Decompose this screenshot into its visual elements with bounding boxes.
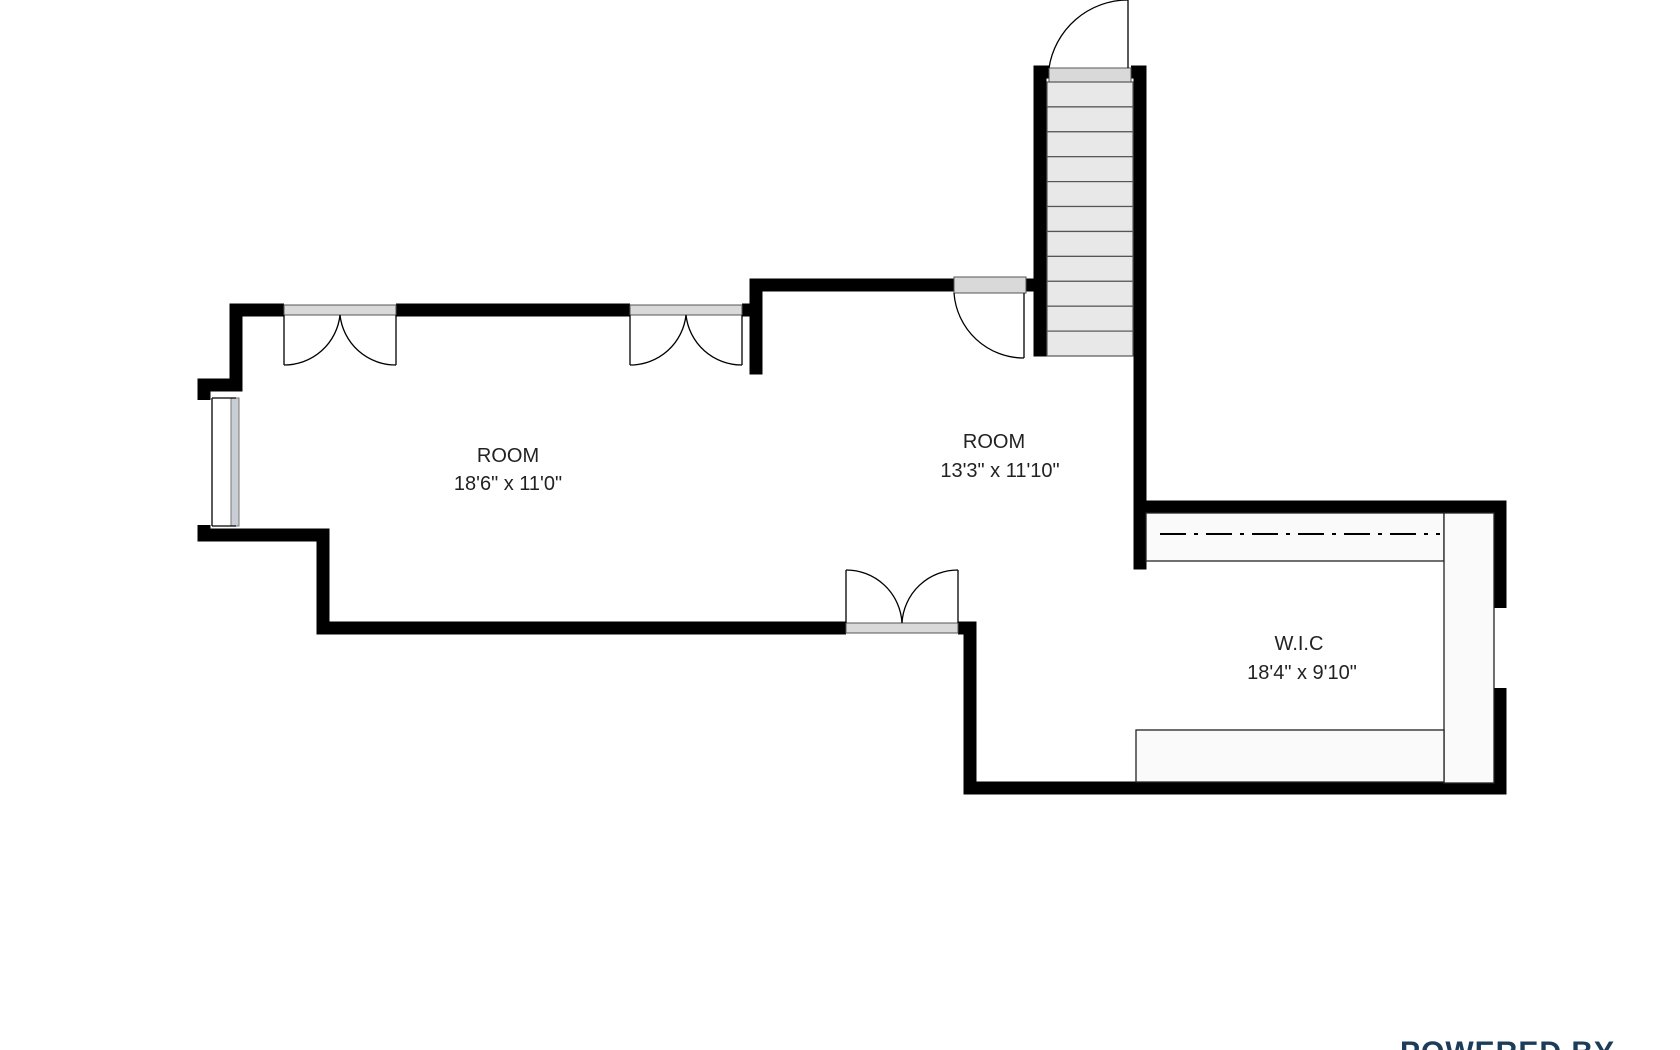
room-center-name: ROOM [963, 431, 1025, 453]
stair-tread [1046, 156, 1134, 183]
sills [211, 67, 1495, 689]
room-center-dimensions: 13'3" x 11'10" [940, 460, 1059, 482]
shelf-right [1443, 512, 1495, 784]
outer-wall-main [749, 278, 1041, 375]
shelf-top [1145, 512, 1445, 562]
outer-wall-left-room [197, 303, 1507, 795]
stair-top-door-icon [1048, 0, 1129, 69]
stair-tread [1046, 305, 1134, 332]
stair-tread [1046, 280, 1134, 307]
openings [196, 64, 1508, 688]
stair-tread [1046, 131, 1134, 158]
sill-center-door [953, 276, 1027, 294]
powered-by-label: POWERED BY [1400, 1036, 1615, 1050]
stair-tread [1046, 81, 1134, 108]
stair-tread [1046, 205, 1134, 232]
shelf-bottom [1135, 729, 1445, 783]
room-wic-dimensions: 18'4" x 9'10" [1247, 662, 1357, 684]
double-door-1-icon [283, 314, 397, 366]
room-labels: ROOM 18'6" x 11'0" ROOM 13'3" x 11'10" W… [454, 431, 1357, 684]
single-door-center-icon [953, 292, 1025, 359]
doors [283, 0, 1129, 624]
room-left-dimensions: 18'6" x 11'0" [454, 473, 562, 495]
double-door-bottom-icon [845, 569, 959, 624]
room-wic-name: W.I.C [1275, 633, 1324, 655]
stair-tread [1046, 106, 1134, 133]
sill-stair-top [1048, 67, 1132, 83]
room-left-name: ROOM [477, 445, 539, 467]
window-left [230, 397, 240, 527]
staircase-icon [1046, 81, 1134, 357]
stair-tread [1046, 330, 1134, 357]
stair-tread [1046, 230, 1134, 257]
closet-shelves [1135, 512, 1495, 784]
sill-left-1 [283, 304, 397, 316]
stair-tread [1046, 181, 1134, 208]
stair-tread [1046, 255, 1134, 282]
sill-left-2 [629, 304, 743, 316]
sill-bottom-door [845, 622, 959, 634]
double-door-2-icon [629, 314, 743, 366]
